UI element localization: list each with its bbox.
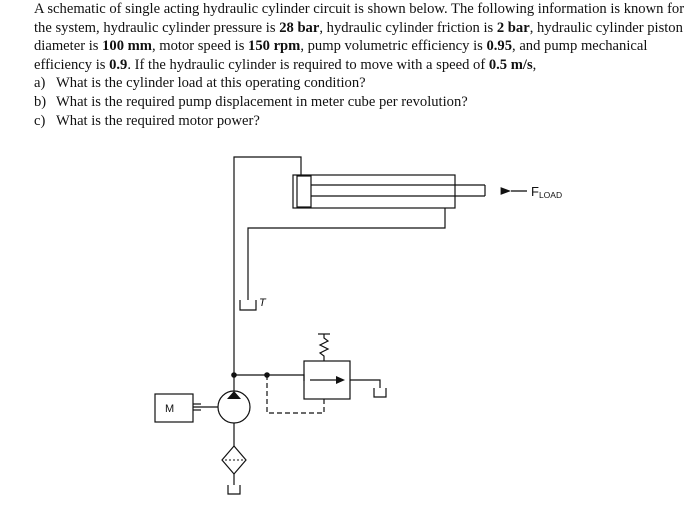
problem-paragraph: A schematic of single acting hydraulic c… <box>34 0 694 74</box>
problem-text: , <box>532 56 537 73</box>
problem-text: , and pump mechanical efficiency is <box>34 38 648 73</box>
problem-statement: A schematic of single acting hydraulic c… <box>34 0 694 74</box>
motor-speed-value: 150 rpm <box>248 38 301 55</box>
piston-diameter-value: 100 mm <box>102 38 152 55</box>
question-b: b) What is the required pump displacement… <box>34 93 468 111</box>
problem-text: , hydraulic cylinder friction is <box>319 19 497 36</box>
tank-label: T <box>259 297 267 309</box>
cylinder-barrel <box>292 174 456 209</box>
question-text: What is the required pump displacement i… <box>56 94 468 110</box>
tank-symbol <box>239 300 257 311</box>
relief-valve-outlet-line <box>350 379 381 388</box>
reservoir-tank-symbol <box>227 485 241 495</box>
question-label: c) <box>34 113 46 129</box>
cylinder-piston <box>296 175 312 208</box>
question-a: a) What is the cylinder load at this oper… <box>34 74 366 92</box>
question-label: a) <box>34 75 46 91</box>
cylinder-pressure-value: 28 bar <box>279 19 320 36</box>
question-text: What is the required motor power? <box>56 113 260 129</box>
pressure-line <box>233 156 302 385</box>
junction-dot <box>231 372 237 378</box>
problem-text: . If the hydraulic cylinder is required … <box>127 56 489 73</box>
junction-dot <box>264 372 270 378</box>
rod-side-drain-line <box>247 208 446 300</box>
problem-text: A schematic of single acting hydraulic c… <box>34 1 685 36</box>
motor-label: M <box>165 403 174 415</box>
problem-text: , pump volumetric efficiency is <box>300 38 487 55</box>
question-label: b) <box>34 94 47 110</box>
spring-icon <box>318 334 330 361</box>
volumetric-efficiency-value: 0.95 <box>486 38 513 55</box>
cylinder-velocity-value: 0.5 m/s <box>488 56 533 73</box>
pilot-line <box>266 375 325 414</box>
question-text: What is the cylinder load at this operat… <box>56 75 366 91</box>
electric-motor-box <box>154 393 194 423</box>
pump-flow-arrow <box>227 391 241 399</box>
load-label: FLOAD <box>531 184 562 200</box>
cylinder-friction-value: 2 bar <box>496 19 530 36</box>
mechanical-efficiency-value: 0.9 <box>109 56 128 73</box>
relief-tank-symbol <box>373 388 387 398</box>
problem-text: , motor speed is <box>151 38 249 55</box>
question-c: c) What is the required motor power? <box>34 112 260 130</box>
valve-flow-arrow <box>336 376 345 384</box>
problem-text: , hydraulic cylinder piston diameter is <box>34 19 683 55</box>
